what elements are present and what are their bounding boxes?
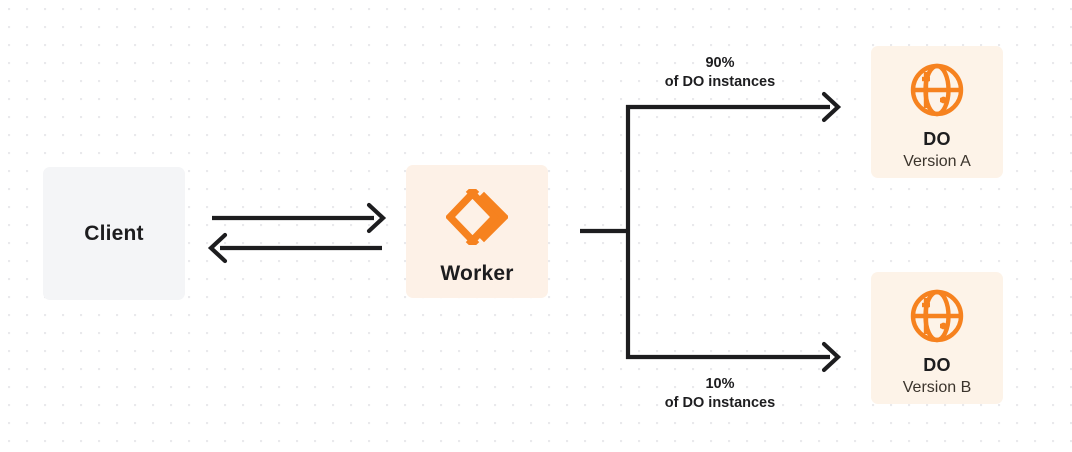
globe-icon-svg	[910, 289, 964, 343]
node-client-label: Client	[84, 221, 144, 245]
node-do-version-a: DO Version A	[871, 46, 1003, 178]
node-worker: Worker	[406, 165, 548, 298]
globe-icon	[909, 62, 965, 118]
edge-label-do-a: 90% of DO instances	[620, 54, 820, 92]
edge-label-do-a-percent: 90%	[705, 55, 735, 71]
node-do-version-a-sublabel: Version A	[903, 153, 971, 170]
arrow-worker-to-client	[207, 232, 382, 264]
node-do-version-a-label: DO	[923, 129, 951, 149]
node-worker-label: Worker	[440, 262, 514, 285]
cloudflare-workers-chevrons-icon	[446, 189, 508, 245]
node-do-version-b-sublabel: Version B	[902, 379, 972, 396]
cloudflare-workers-chevrons-icon-svg	[446, 189, 508, 245]
globe-icon	[909, 288, 965, 344]
edge-label-do-b-description: of DO instances	[664, 395, 776, 411]
edge-label-do-a-description: of DO instances	[664, 74, 776, 90]
arrow-worker-to-do-branch	[580, 91, 842, 373]
arrow-client-to-worker	[212, 202, 387, 234]
edge-label-do-b: 10% of DO instances	[620, 375, 820, 413]
node-client: Client	[43, 167, 185, 300]
globe-icon-svg	[910, 63, 964, 117]
edge-label-do-b-percent: 10%	[705, 376, 735, 392]
node-do-version-b: DO Version B	[871, 272, 1003, 404]
node-do-version-b-label: DO	[923, 355, 951, 375]
